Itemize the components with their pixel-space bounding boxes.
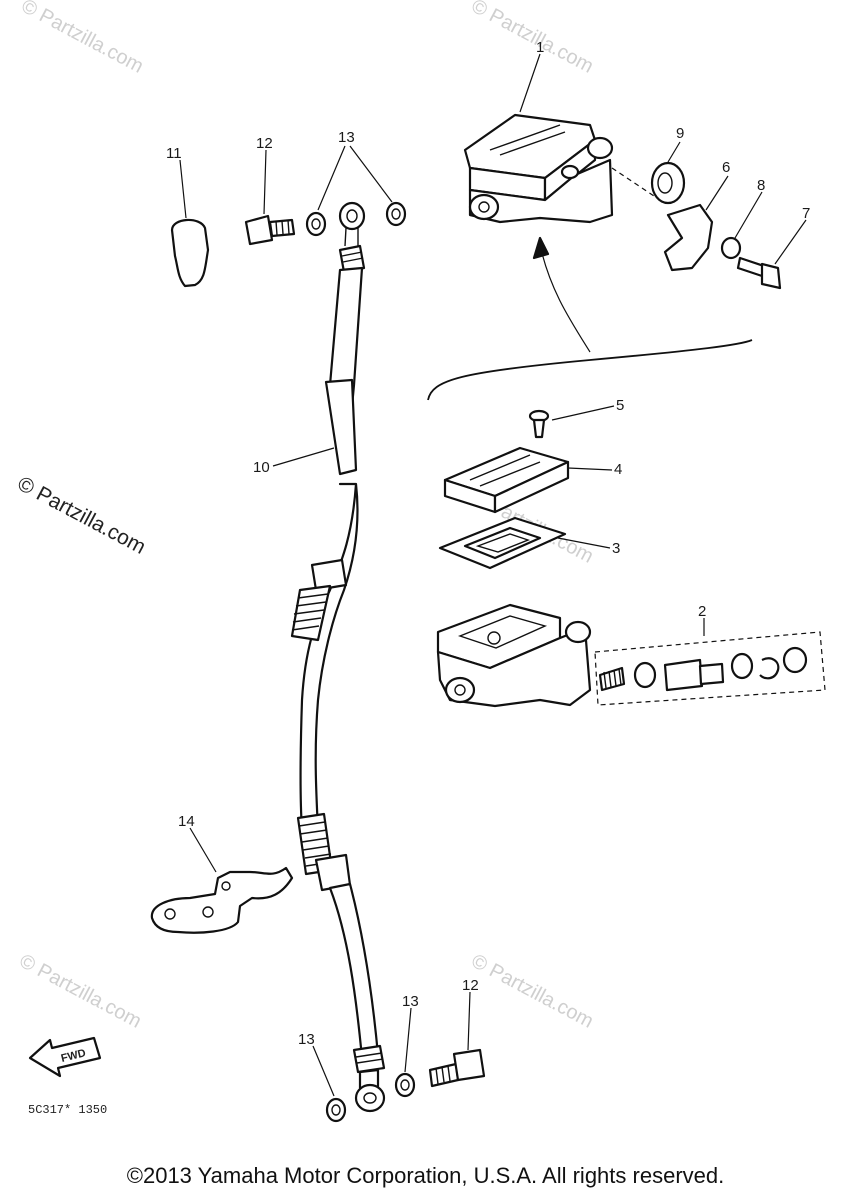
- washer-8: [720, 236, 742, 260]
- reservoir-body: [436, 603, 592, 708]
- callout-13-top: 13: [338, 129, 355, 146]
- callout-8: 8: [757, 177, 765, 194]
- gasket-13-bottom-left: [325, 1097, 347, 1123]
- arrow-head-icon: [532, 236, 550, 260]
- callouts: 1 9 6 8 7 5 4 3 2 10 11 12 13 14 13 13 1…: [166, 39, 810, 1048]
- callout-13-bottom-left: 13: [298, 1031, 315, 1048]
- hose-top-fitting: [338, 201, 366, 274]
- fwd-arrow-icon: FWD: [28, 1036, 102, 1078]
- brake-hose-bottom: [328, 882, 380, 1060]
- watermark-bottom-right: © Partzilla.com: [468, 950, 597, 1033]
- callout-12-bottom: 12: [462, 977, 479, 994]
- callout-3: 3: [612, 540, 620, 557]
- seal-9: [650, 161, 686, 205]
- watermark-top-right: © Partzilla.com: [468, 0, 597, 78]
- parts-diagram: © Partzilla.com © Partzilla.com © Partzi…: [14, 0, 826, 1123]
- watermark-bottom-left: © Partzilla.com: [16, 950, 145, 1033]
- screw-5: [528, 409, 550, 439]
- copyright-notice: ©2013 Yamaha Motor Corporation, U.S.A. A…: [126, 1163, 725, 1188]
- leader-lines: [179, 53, 807, 1097]
- gasket-13-top-left: [305, 211, 327, 237]
- boot-11: [170, 218, 210, 288]
- callout-9: 9: [676, 125, 684, 142]
- callout-2: 2: [698, 603, 706, 620]
- callout-14: 14: [178, 813, 195, 830]
- assembly-arrow: [539, 244, 591, 353]
- holder-6: [663, 203, 714, 272]
- diaphragm-3: [438, 516, 567, 570]
- fwd-label: FWD: [60, 1047, 87, 1065]
- watermark-center-left: © Partzilla.com: [14, 472, 150, 559]
- master-cylinder-assembly: [463, 113, 661, 224]
- gasket-13-bottom-right: [394, 1072, 416, 1098]
- gasket-13-top-right: [385, 201, 407, 227]
- callout-5: 5: [616, 397, 624, 414]
- brake-hose-lower: [299, 482, 359, 832]
- callout-10: 10: [253, 459, 270, 476]
- hose-protector-10: [324, 378, 358, 476]
- callout-12-top: 12: [256, 135, 273, 152]
- callout-6: 6: [722, 159, 730, 176]
- diagram-code: 5C317* 1350: [28, 1103, 107, 1117]
- callout-11: 11: [166, 145, 182, 162]
- union-bolt-12-bottom: [428, 1048, 486, 1088]
- callout-13-bottom-right: 13: [402, 993, 419, 1010]
- callout-7: 7: [802, 205, 810, 222]
- exploded-brace: [427, 339, 753, 401]
- bolt-7: [736, 256, 782, 290]
- bracket-14: [150, 866, 294, 934]
- hose-bottom-fitting: [352, 1044, 386, 1113]
- union-bolt-12-top: [244, 214, 296, 246]
- piston-kit-2: [594, 631, 826, 706]
- callout-4: 4: [614, 461, 622, 478]
- coil-guard-upper: [290, 558, 348, 642]
- cap-4: [443, 446, 570, 514]
- coil-guard-lower: [296, 812, 352, 892]
- callout-1: 1: [536, 39, 544, 56]
- watermark-top-left: © Partzilla.com: [18, 0, 147, 78]
